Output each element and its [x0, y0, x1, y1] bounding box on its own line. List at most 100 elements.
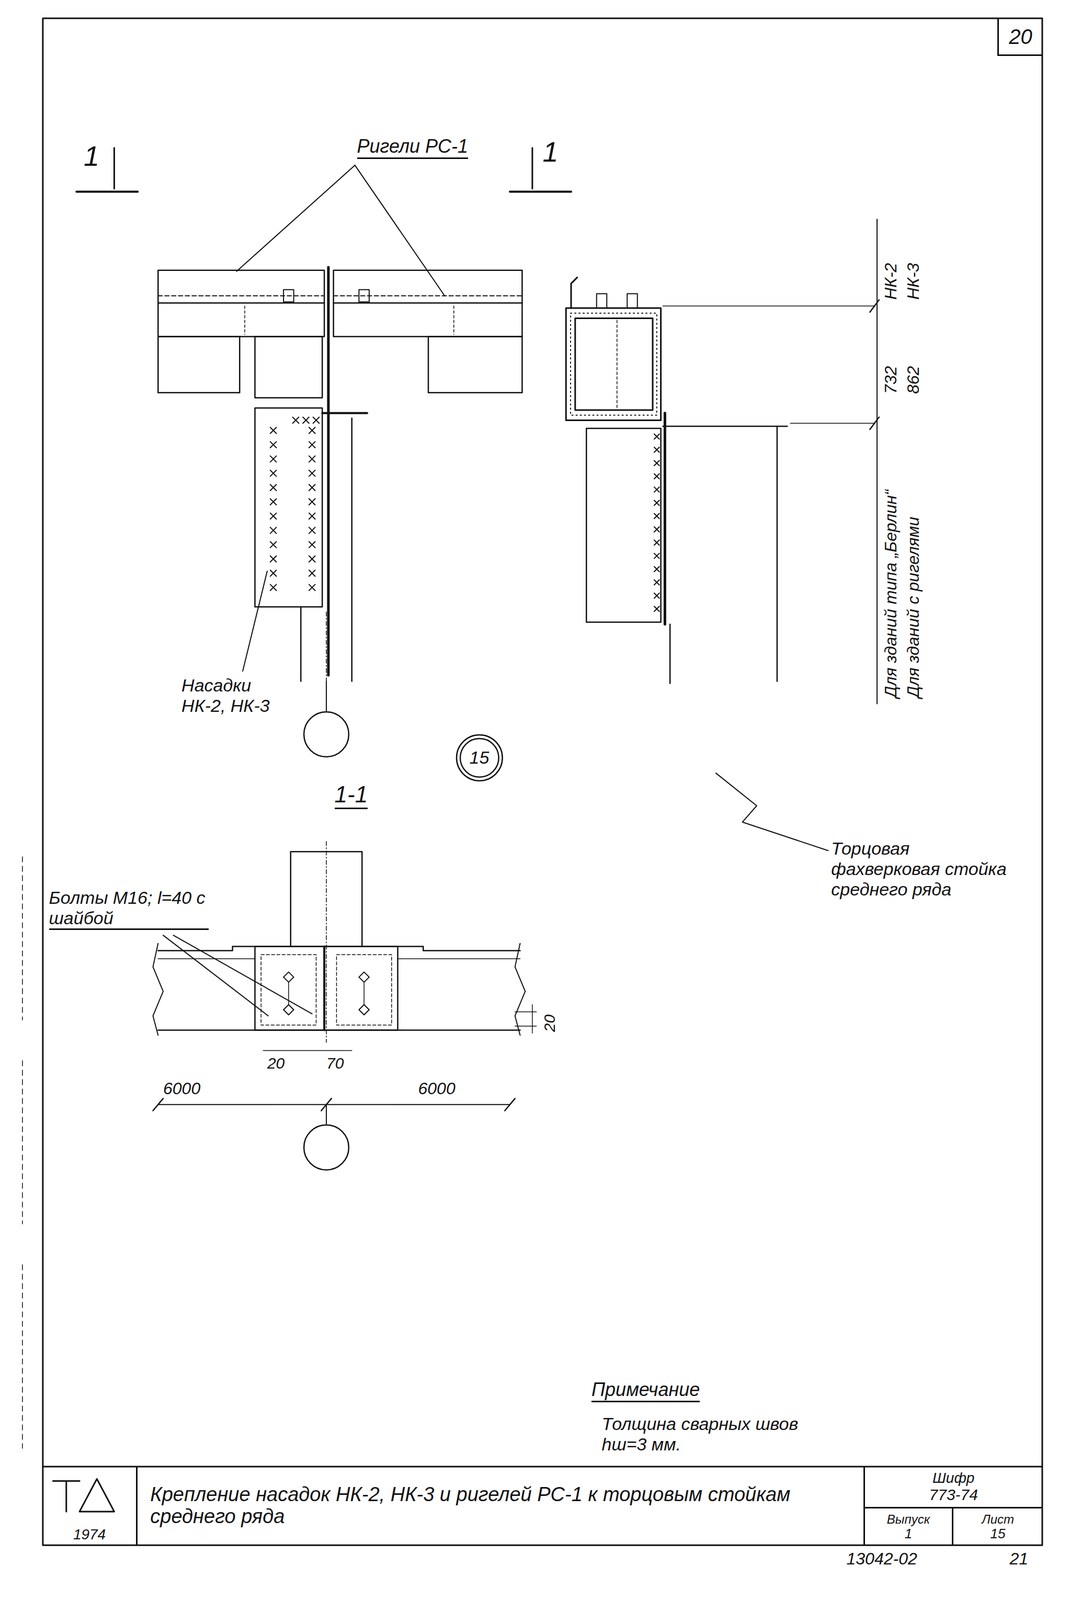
weld-mark [654, 486, 660, 493]
part-label: Ригели РС-1 [357, 135, 469, 159]
section-title: 1-1 [334, 781, 369, 810]
node-text: 15 [469, 747, 490, 768]
part-label: Насадки НК-2, НК-3 [181, 675, 287, 716]
dimension-line [157, 1104, 510, 1106]
weld-mark [302, 417, 310, 424]
riegel [333, 270, 523, 337]
margin-stamp [21, 1060, 24, 1224]
weld-mark [654, 526, 660, 532]
note-text: Толщина сварных швов hш=3 мм. [601, 1413, 817, 1455]
dimension-tick [869, 299, 880, 312]
weld-mark [270, 541, 277, 548]
dimension: 70 [326, 1054, 344, 1073]
weld-mark [309, 570, 316, 577]
weld-mark [292, 417, 300, 424]
weld-mark [654, 540, 660, 546]
node-text: 15 [990, 1526, 1006, 1542]
weld-mark [309, 441, 316, 448]
dimension-line [876, 219, 878, 704]
logo-mark [79, 1478, 115, 1512]
weld-mark [270, 584, 277, 591]
section-mark [509, 190, 572, 193]
bolt-symbol [283, 971, 294, 983]
issue-cell: Выпуск1 [865, 1508, 954, 1545]
note-text: Для зданий с ригелями [903, 516, 924, 698]
bolt-symbol [627, 293, 638, 309]
weld-mark [270, 484, 277, 491]
weld-mark [654, 447, 660, 453]
weld-mark [270, 441, 277, 448]
axis-line [325, 1104, 327, 1124]
axis-line [325, 841, 327, 1043]
sheet-frame [42, 18, 1043, 1545]
weld-mark [309, 513, 316, 520]
weld-mark [309, 498, 316, 506]
node-text: 773-74 [929, 1485, 978, 1504]
weld-mark [309, 555, 316, 563]
weld-mark [654, 447, 660, 453]
post-line [300, 606, 302, 681]
bolt-symbol [358, 289, 370, 302]
riegel-line [333, 302, 523, 304]
weld-mark [270, 470, 277, 477]
weld-mark [270, 498, 277, 506]
sheet-number: 21 [1009, 1549, 1029, 1569]
node-text: Крепление насадок НК-2, НК-3 и ригелей Р… [150, 1483, 851, 1528]
break-line [153, 943, 164, 1036]
weld-mark [309, 527, 316, 534]
section-mark [76, 190, 138, 193]
axis-circle [303, 1124, 349, 1170]
note-heading: Примечание [591, 1378, 700, 1402]
weld-mark [654, 473, 660, 480]
bolt-symbol [358, 1004, 370, 1016]
weld-mark [654, 460, 660, 466]
margin-stamp [21, 1264, 24, 1449]
weld-mark [270, 541, 277, 548]
weld-mark [270, 498, 277, 506]
weld-mark [654, 486, 660, 493]
node-text: 1 [904, 1526, 913, 1542]
cipher-cell: Шифр773-74 [865, 1466, 1043, 1509]
node-text: Шифр [932, 1470, 975, 1487]
title-block-line [42, 1465, 1043, 1468]
nasadka [586, 428, 661, 623]
drawing-group [22, 18, 1043, 1545]
callout-circle-inner [460, 738, 499, 778]
weld-mark [313, 417, 320, 424]
weld-mark [270, 484, 277, 491]
weld-mark [309, 555, 316, 563]
weld-mark [654, 553, 660, 559]
weld-mark [309, 570, 316, 577]
node-text: 1974 [73, 1526, 106, 1543]
weld-mark [654, 473, 660, 480]
hidden-line [336, 954, 392, 1026]
section-mark-number: 1 [83, 139, 100, 173]
axis-circle [303, 711, 349, 757]
weld-mark [270, 555, 277, 563]
node-text: Выпуск [886, 1512, 930, 1527]
logo-cell: 1974 [42, 1466, 138, 1545]
riegel-line [157, 302, 325, 304]
weld-mark [309, 456, 316, 463]
part-label: Болты М16; l=40 с шайбой [49, 887, 209, 930]
weld-mark [654, 434, 660, 440]
dimension-tick [504, 1098, 516, 1111]
post-line [669, 623, 671, 684]
weld-mark [654, 540, 660, 546]
weld-mark [270, 570, 277, 577]
weld-mark [292, 417, 300, 424]
sheet-cell: Лист15 [953, 1508, 1043, 1545]
dimension-line [263, 1050, 352, 1052]
weld-mark [654, 526, 660, 532]
section-mark-number: 1 [542, 135, 559, 168]
dimension: 862 [903, 365, 924, 394]
weld-mark [654, 460, 660, 466]
weld-mark [270, 427, 277, 434]
weld-mark [654, 513, 660, 519]
weld-mark [270, 513, 277, 520]
bolt-axis [363, 982, 365, 1005]
hidden-line [616, 320, 618, 408]
weld-mark [270, 441, 277, 448]
nasadka [255, 407, 323, 607]
